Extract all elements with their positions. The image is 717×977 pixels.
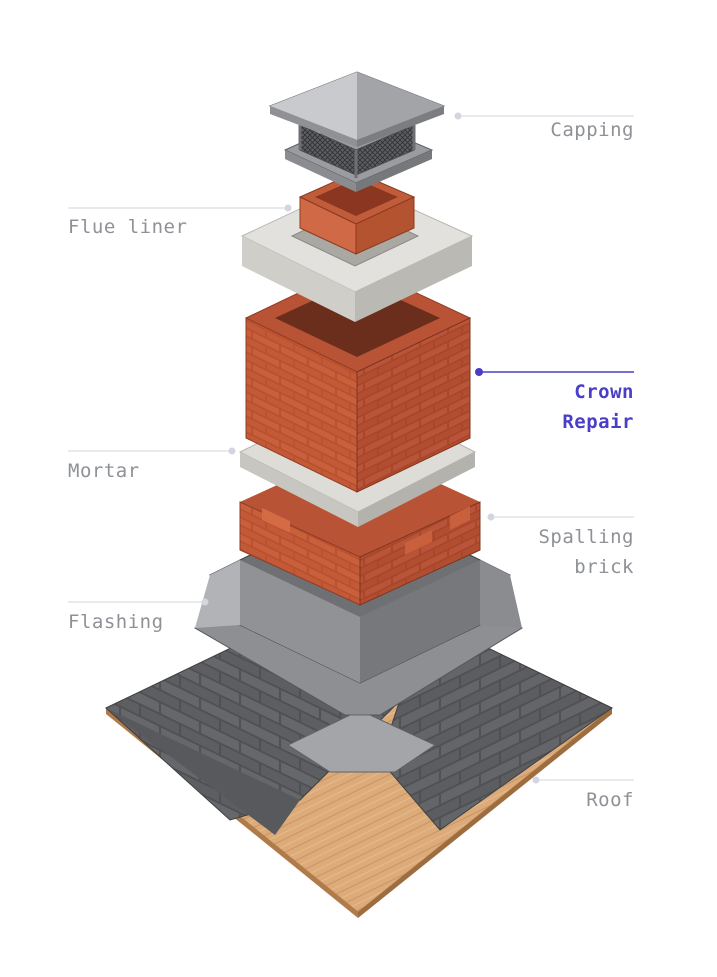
flashing-label: Flashing [68, 611, 164, 633]
flue-liner-layer [298, 171, 416, 255]
leader-lines [68, 112, 634, 784]
flue-liner-label: Flue liner [68, 216, 188, 238]
crown-repair-label-line1: Crown [574, 381, 634, 403]
mortar-label: Mortar [68, 460, 140, 482]
spalling-brick-label-line2: brick [574, 556, 634, 578]
roof-label: Roof [586, 789, 634, 811]
spalling-brick-label-line1: Spalling [538, 526, 634, 548]
capping-layer [268, 71, 446, 192]
crown-repair-label-line2: Repair [562, 411, 634, 433]
capping-label: Capping [550, 119, 634, 141]
